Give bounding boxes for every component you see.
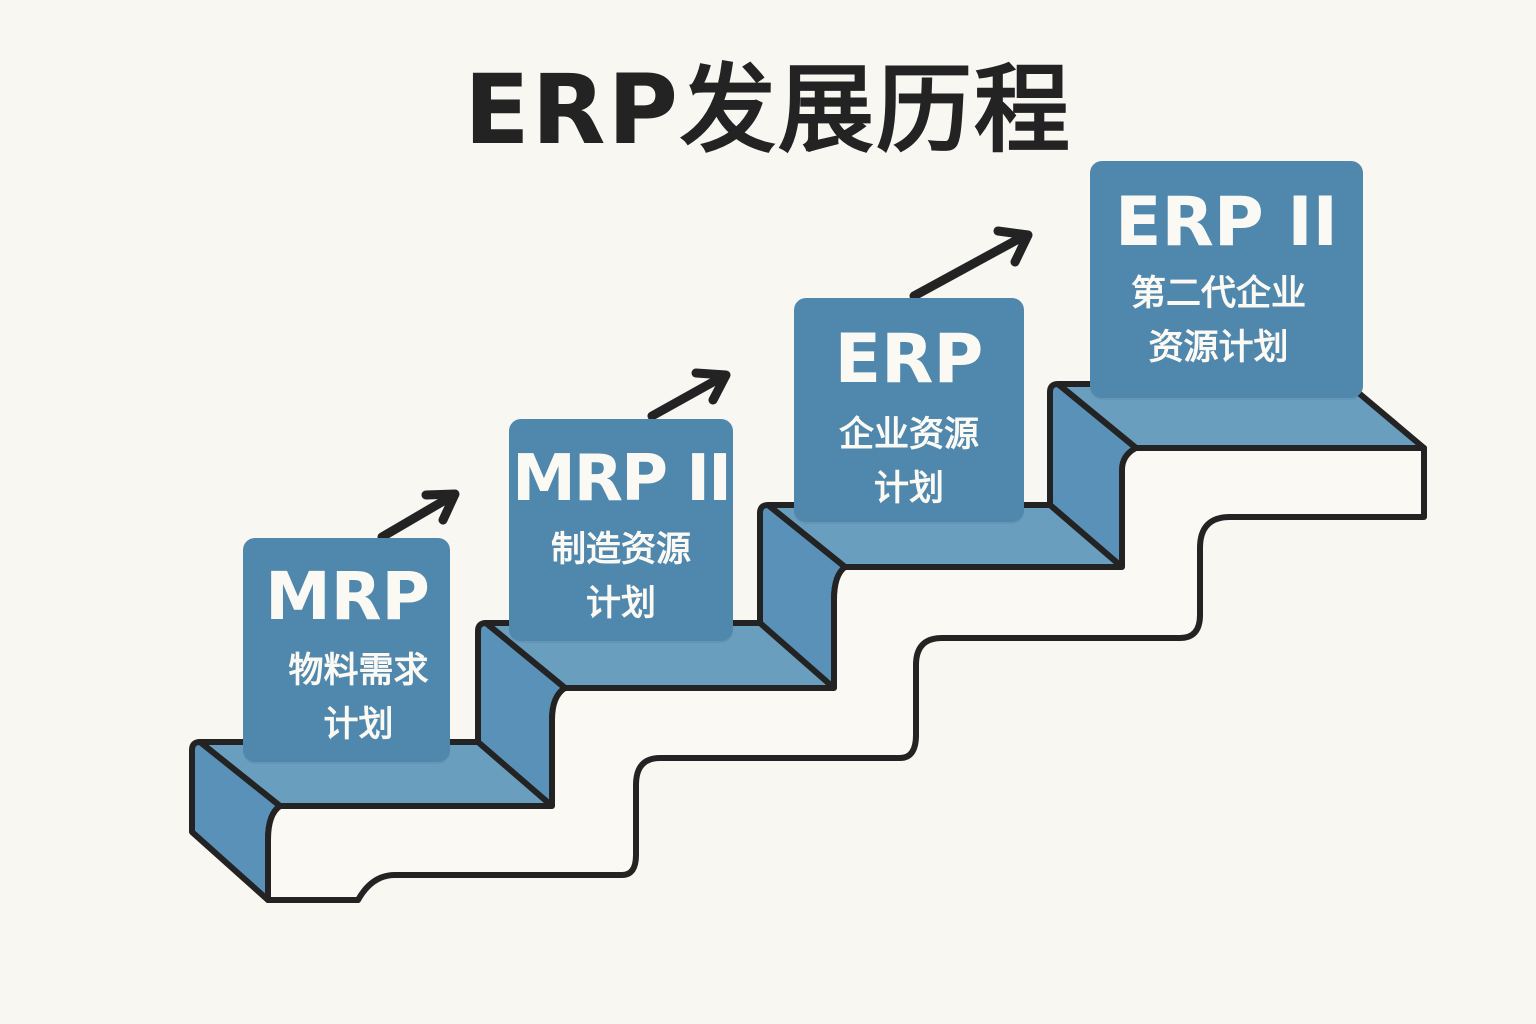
stage-desc-line2: 计划 [323,705,394,745]
stage-desc-line1: 第二代企业 [1130,274,1306,314]
stage-desc-line2: 计划 [873,469,944,509]
stage-abbr: ERP [834,320,984,399]
stage-desc-line1: 物料需求 [288,651,429,691]
stage-card-erp-ii: ERP II 第二代企业 资源计划 [1090,161,1363,398]
stage-card-erp: ERP 企业资源 计划 [794,298,1024,522]
stage-desc-line1: 制造资源 [550,530,691,570]
stage-abbr: MRP [265,558,430,635]
arrow-2-icon [647,368,731,421]
stage-desc-line2: 资源计划 [1148,328,1289,368]
page-title: ERP发展历程 [464,54,1072,166]
stage-abbr: MRP II [512,442,732,516]
stage-abbr: ERP II [1115,183,1338,262]
arrow-3-icon [909,226,1033,301]
stage-card-mrp-ii: MRP II 制造资源 计划 [509,419,733,641]
stairs-underside-outline [265,445,1427,903]
arrow-1-icon [377,489,460,542]
stage-desc-line1: 企业资源 [838,415,979,455]
stage-card-mrp: MRP 物料需求 计划 [243,538,450,762]
stage-desc-line2: 计划 [585,584,656,624]
